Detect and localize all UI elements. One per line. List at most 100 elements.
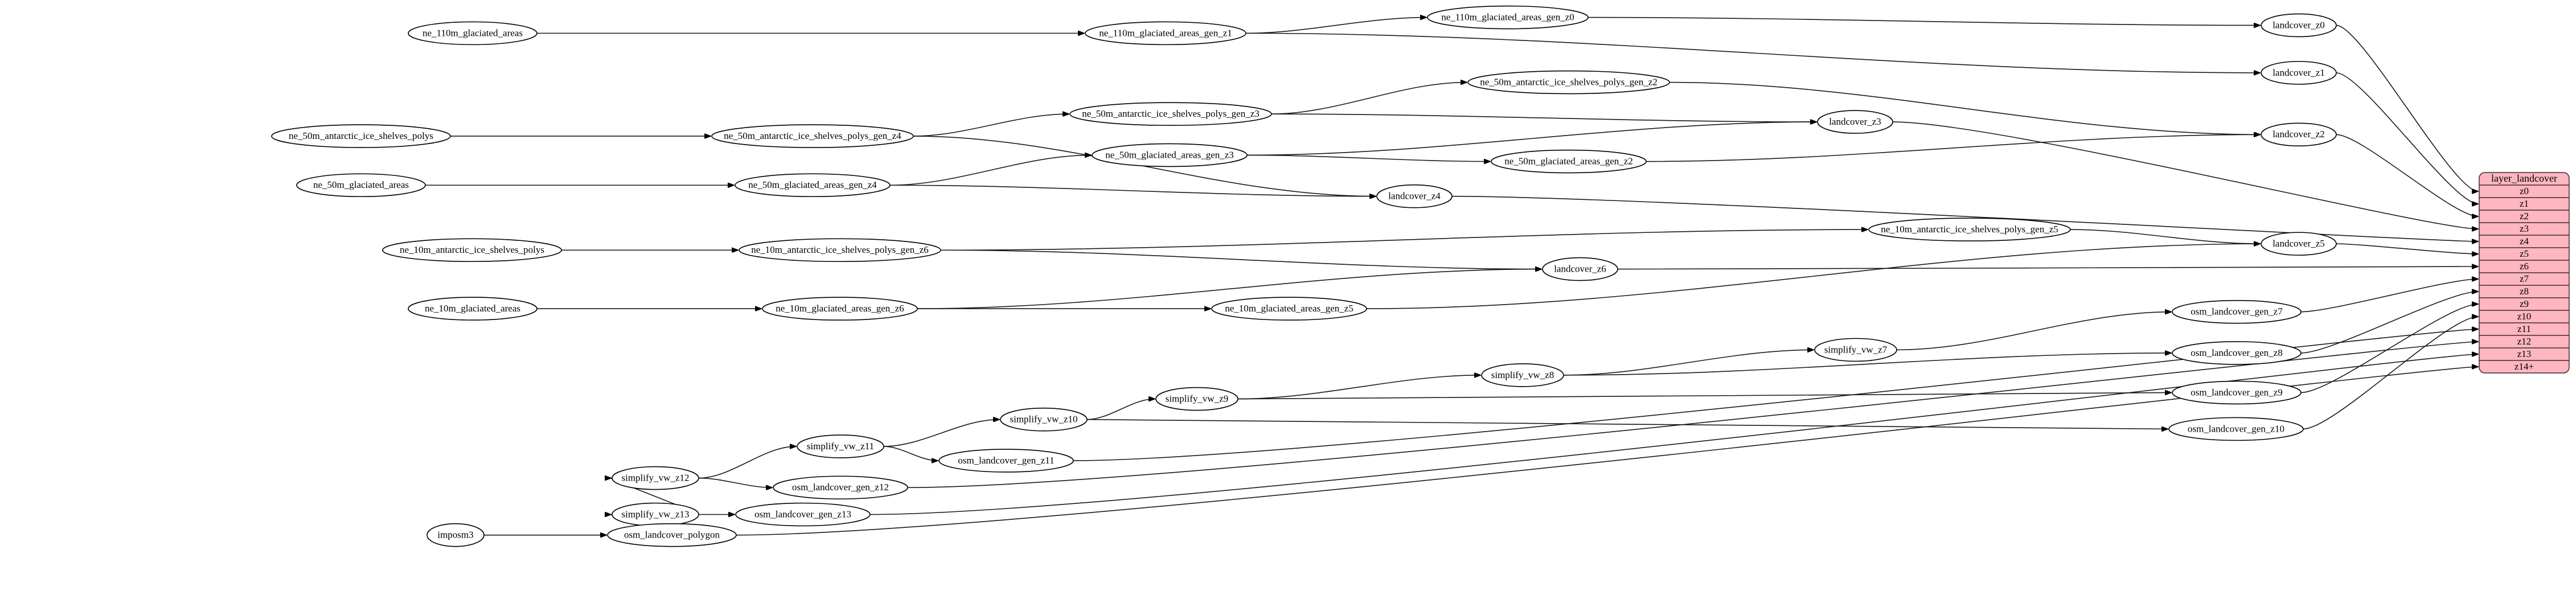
node-ellipse: [408, 21, 538, 46]
node-label: landcover_z6: [1554, 264, 1606, 274]
node-label: ne_50m_glaciated_areas_gen_z3: [1105, 149, 1234, 160]
table-row-z5[interactable]: z5: [2520, 248, 2529, 259]
graph-node[interactable]: ne_10m_glaciated_areas_gen_z6: [762, 297, 918, 321]
graph-node[interactable]: simplify_vw_z13: [612, 502, 699, 527]
table-row-z1[interactable]: z1: [2520, 198, 2529, 209]
graph-node[interactable]: ne_50m_glaciated_areas_gen_z3: [1092, 143, 1248, 167]
node-label: landcover_z1: [2273, 67, 2325, 78]
table-row-z6[interactable]: z6: [2520, 261, 2529, 272]
graph-node[interactable]: ne_10m_glaciated_areas_gen_z5: [1211, 297, 1367, 321]
table-row-z9[interactable]: z9: [2520, 298, 2529, 309]
graph-node[interactable]: ne_10m_antarctic_ice_shelves_polys_gen_z…: [739, 238, 941, 263]
graph-node[interactable]: osm_landcover_polygon: [607, 523, 737, 547]
graph-node[interactable]: landcover_z6: [1542, 257, 1618, 281]
table-row-z11[interactable]: z11: [2517, 323, 2531, 334]
graph-node[interactable]: simplify_vw_z7: [1814, 338, 1897, 362]
graph-node[interactable]: ne_10m_antarctic_ice_shelves_polys: [382, 238, 562, 263]
node-ellipse: [271, 124, 451, 148]
graph-edge: [1237, 375, 1480, 400]
node-ellipse: [1069, 102, 1272, 126]
graph-node[interactable]: landcover_z4: [1376, 184, 1453, 208]
table-row-z10[interactable]: z10: [2517, 311, 2532, 322]
graph-edge: [1588, 17, 2260, 26]
graph-node[interactable]: simplify_vw_z11: [797, 434, 884, 458]
node-ellipse: [1481, 363, 1564, 387]
table-row-z7[interactable]: z7: [2520, 273, 2529, 284]
table-row-z14+[interactable]: z14+: [2515, 361, 2534, 372]
node-ellipse: [797, 434, 884, 458]
graph-node[interactable]: osm_landcover_gen_z12: [773, 475, 908, 500]
graph-node[interactable]: simplify_vw_z9: [1155, 387, 1238, 411]
graph-node[interactable]: landcover_z5: [2261, 232, 2337, 256]
graph-node[interactable]: ne_50m_glaciated_areas: [296, 173, 426, 198]
graph-edge: [1451, 195, 2478, 241]
node-ellipse: [1814, 338, 1897, 362]
graph-node[interactable]: landcover_z2: [2261, 122, 2337, 147]
graph-edge: [1245, 32, 2260, 73]
node-label: osm_landcover_gen_z12: [792, 482, 889, 493]
graph-edge: [698, 446, 796, 479]
node-ellipse: [2172, 380, 2302, 405]
node-label: osm_landcover_gen_z11: [958, 455, 1054, 466]
graph-node[interactable]: ne_50m_glaciated_areas_gen_z2: [1491, 149, 1647, 174]
graph-node[interactable]: osm_landcover_gen_z10: [2168, 417, 2304, 441]
graph-node[interactable]: ne_110m_glaciated_areas: [408, 21, 538, 46]
node-ellipse: [735, 502, 871, 527]
table-row-z2[interactable]: z2: [2520, 211, 2529, 222]
node-label: ne_50m_glaciated_areas_gen_z4: [748, 179, 877, 190]
node-ellipse: [1542, 257, 1618, 281]
graph-node[interactable]: ne_10m_antarctic_ice_shelves_polys_gen_z…: [1868, 218, 2071, 241]
graph-node[interactable]: simplify_vw_z12: [612, 466, 699, 490]
graph-node[interactable]: landcover_z3: [1817, 110, 1893, 134]
node-label: simplify_vw_z9: [1166, 393, 1229, 404]
graph-node[interactable]: ne_50m_antarctic_ice_shelves_polys: [271, 124, 451, 148]
graph-node[interactable]: osm_landcover_gen_z13: [735, 502, 871, 527]
graph-node[interactable]: osm_landcover_gen_z8: [2172, 341, 2302, 365]
node-ellipse: [1817, 110, 1893, 134]
graph-node[interactable]: ne_50m_glaciated_areas_gen_z4: [735, 173, 891, 198]
graph-node[interactable]: ne_110m_glaciated_areas_gen_z1: [1085, 21, 1246, 46]
graph-node[interactable]: ne_50m_antarctic_ice_shelves_polys_gen_z…: [1467, 70, 1670, 95]
table-row-z0[interactable]: z0: [2520, 186, 2529, 196]
graph-edge: [1896, 312, 2171, 351]
graph-node[interactable]: landcover_z0: [2261, 13, 2337, 38]
node-ellipse: [408, 297, 538, 321]
table-row-z4[interactable]: z4: [2520, 236, 2529, 247]
node-ellipse: [1467, 70, 1670, 95]
node-ellipse: [711, 124, 914, 148]
graph-node[interactable]: imposm3: [426, 523, 485, 547]
node-ellipse: [739, 238, 941, 263]
graph-node[interactable]: simplify_vw_z8: [1481, 363, 1564, 387]
node-label: osm_landcover_gen_z7: [2191, 306, 2283, 317]
graph-node[interactable]: ne_50m_antarctic_ice_shelves_polys_gen_z…: [711, 124, 914, 148]
graph-node[interactable]: osm_landcover_gen_z9: [2172, 380, 2302, 405]
node-label: simplify_vw_z13: [622, 509, 690, 519]
graph-edge: [1563, 350, 1814, 376]
graph-edge: [1271, 83, 1467, 114]
table-row-z8[interactable]: z8: [2520, 286, 2529, 297]
node-label: osm_landcover_polygon: [624, 530, 720, 540]
graph-node[interactable]: osm_landcover_gen_z7: [2172, 300, 2302, 324]
node-ellipse: [2261, 122, 2337, 147]
graph-edge: [2300, 279, 2478, 313]
graph-edge: [869, 354, 2478, 515]
graph-node[interactable]: landcover_z1: [2261, 61, 2337, 85]
graph-node[interactable]: osm_landcover_gen_z11: [938, 449, 1074, 473]
graph-edge: [907, 342, 2478, 489]
table-row-z12[interactable]: z12: [2517, 336, 2532, 347]
graph-node[interactable]: simplify_vw_z10: [1000, 407, 1088, 432]
table-row-z13[interactable]: z13: [2517, 348, 2532, 359]
node-ellipse: [1085, 21, 1246, 46]
graph-node[interactable]: ne_10m_glaciated_areas: [408, 297, 538, 321]
graph-edge: [2336, 134, 2478, 216]
node-label: simplify_vw_z7: [1824, 344, 1888, 355]
node-ellipse: [382, 238, 562, 263]
node-label: ne_50m_antarctic_ice_shelves_polys: [289, 130, 433, 141]
node-ellipse: [2261, 61, 2337, 85]
table-row-z3[interactable]: z3: [2520, 223, 2529, 234]
graph-node[interactable]: ne_110m_glaciated_areas_gen_z0: [1427, 5, 1589, 30]
graph-node[interactable]: ne_50m_antarctic_ice_shelves_polys_gen_z…: [1069, 102, 1272, 126]
graph-edge: [1086, 399, 1155, 420]
